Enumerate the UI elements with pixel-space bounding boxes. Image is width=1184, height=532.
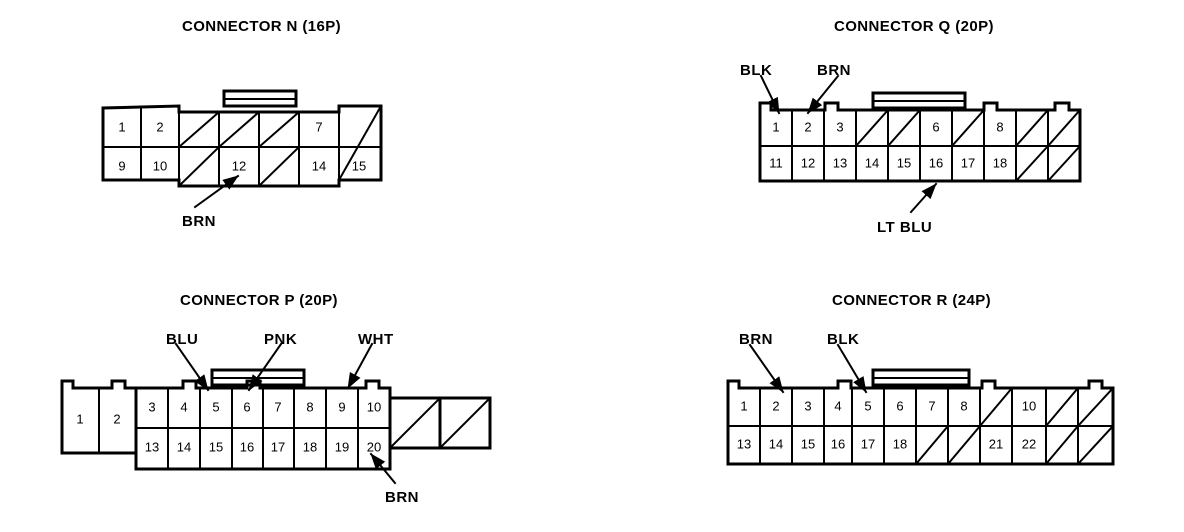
connector-r-pin-15: 15 <box>801 436 815 451</box>
connector-p-pin-5: 5 <box>212 399 219 414</box>
connector-n-pin-14: 14 <box>312 158 326 173</box>
connector-q-pin-15: 15 <box>897 155 911 170</box>
connector-r-body <box>726 368 1115 466</box>
connector-r-leader-brn <box>748 343 785 394</box>
connector-p-wire-label-brn: BRN <box>385 489 419 506</box>
connector-q-pin-2: 2 <box>804 119 811 134</box>
connector-p-pin-15: 15 <box>209 439 223 454</box>
connector-q-pin-11: 11 <box>769 155 783 170</box>
connector-r-leader-blk <box>836 343 868 394</box>
connector-p-pin-6: 6 <box>243 399 250 414</box>
connector-n-pin-2: 2 <box>156 119 163 134</box>
connector-q-leader-lt-blu <box>909 182 938 214</box>
connector-q-pin-8: 8 <box>996 119 1003 134</box>
connector-r-pin-5: 5 <box>864 398 871 413</box>
connector-n-pin-9: 9 <box>118 158 125 173</box>
connector-q-pin-18: 18 <box>993 155 1007 170</box>
connector-p-title: CONNECTOR P (20P) <box>180 292 338 309</box>
connector-n-pin-7: 7 <box>315 119 322 134</box>
connector-n-body <box>101 89 383 188</box>
connector-p-wire-label-wht: WHT <box>358 331 394 348</box>
connector-q-pin-13: 13 <box>833 155 847 170</box>
connector-p-leader-pnk <box>247 342 283 392</box>
connector-p-leader-blu <box>174 342 210 392</box>
connector-q-wire-label-brn: BRN <box>817 62 851 79</box>
connector-q-body <box>758 91 1082 183</box>
connector-r-wire-label-blk: BLK <box>827 331 860 348</box>
connector-r-pin-2: 2 <box>772 398 779 413</box>
connector-r-pin-14: 14 <box>769 436 783 451</box>
connector-p-pin-16: 16 <box>240 439 254 454</box>
connector-p-pin-13: 13 <box>145 439 159 454</box>
connector-r-pin-18: 18 <box>893 436 907 451</box>
connector-p-pin-19: 19 <box>335 439 349 454</box>
connector-q-wire-label-blk: BLK <box>740 62 773 79</box>
connector-r-pin-3: 3 <box>804 398 811 413</box>
connector-r-pin-22: 22 <box>1022 436 1036 451</box>
connector-r-wire-label-brn: BRN <box>739 331 773 348</box>
connector-r-pin-13: 13 <box>737 436 751 451</box>
connector-n-pin-10: 10 <box>153 158 167 173</box>
connector-p-pin-3: 3 <box>148 399 155 414</box>
connector-p-pin-9: 9 <box>338 399 345 414</box>
connector-p-pin-18: 18 <box>303 439 317 454</box>
connector-r-title: CONNECTOR R (24P) <box>832 292 992 309</box>
connector-r-pin-7: 7 <box>928 398 935 413</box>
connector-q-wire-label-lt-blu: LT BLU <box>877 219 933 236</box>
connector-r-pin-4: 4 <box>834 398 841 413</box>
connector-p-pin-7: 7 <box>274 399 281 414</box>
connector-r-pin-16: 16 <box>831 436 845 451</box>
connector-q-pin-6: 6 <box>932 119 939 134</box>
connector-q-leader-brn <box>806 74 840 115</box>
connector-n-title: CONNECTOR N (16P) <box>182 18 342 35</box>
connector-q-leader-blk <box>759 74 781 115</box>
connector-n-pin-1: 1 <box>118 119 125 134</box>
connector-q-pin-14: 14 <box>865 155 879 170</box>
connector-p-pin-2: 2 <box>113 411 120 426</box>
connector-q-title: CONNECTOR Q (20P) <box>834 18 994 35</box>
connector-p-pin-1: 1 <box>76 411 83 426</box>
connector-r-pin-17: 17 <box>861 436 875 451</box>
connector-p-leader-wht <box>346 342 374 390</box>
connector-r-pin-6: 6 <box>896 398 903 413</box>
connector-p-pin-17: 17 <box>271 439 285 454</box>
connector-r-pin-21: 21 <box>989 436 1003 451</box>
connector-n-leader-brn <box>193 174 240 209</box>
connector-q-pin-16: 16 <box>929 155 943 170</box>
connector-q-pin-3: 3 <box>836 119 843 134</box>
connector-p-leader-brn <box>369 452 397 485</box>
connector-p-pin-8: 8 <box>306 399 313 414</box>
connector-p-pin-20: 20 <box>367 439 381 454</box>
connector-q-pin-17: 17 <box>961 155 975 170</box>
connector-p-pin-14: 14 <box>177 439 191 454</box>
connector-p-pin-10: 10 <box>367 399 381 414</box>
connector-n-pin-12: 12 <box>232 158 246 173</box>
connector-r-pin-10: 10 <box>1022 398 1036 413</box>
connector-n-pin-15: 15 <box>352 158 366 173</box>
connector-r-pin-8: 8 <box>960 398 967 413</box>
connector-p-wire-label-blu: BLU <box>166 331 199 348</box>
connector-p-wire-label-pnk: PNK <box>264 331 298 348</box>
connector-q-pin-1: 1 <box>772 119 779 134</box>
connector-q-pin-12: 12 <box>801 155 815 170</box>
connector-r-pin-1: 1 <box>740 398 747 413</box>
connector-n-wire-label-brn: BRN <box>182 213 216 230</box>
connector-p-pin-4: 4 <box>180 399 187 414</box>
